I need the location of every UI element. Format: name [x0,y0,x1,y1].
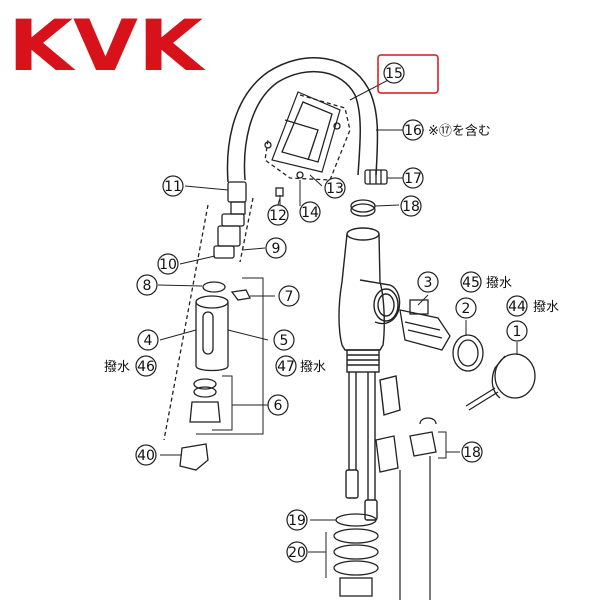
svg-text:14: 14 [301,205,319,221]
svg-text:19: 19 [288,513,306,529]
callout-16: 16 [402,119,424,141]
callout-44: 44 [506,295,528,317]
part-15-highlight [377,54,439,94]
svg-text:20: 20 [288,545,306,561]
callouts: 15 16 11 13 17 12 14 18 9 10 3 45 8 7 2 … [135,62,528,563]
svg-text:1: 1 [513,324,522,340]
callout-18-bottom: 18 [461,441,483,463]
callout-2: 2 [455,297,477,319]
svg-text:9: 9 [272,241,281,257]
svg-text:6: 6 [274,398,283,414]
svg-text:13: 13 [326,181,344,197]
svg-text:3: 3 [424,275,433,291]
callout-7: 7 [278,285,300,307]
part-44-water-repellent: 撥水 [533,300,559,315]
faucet-body [338,227,401,521]
callout-19: 19 [286,509,308,531]
callout-9: 9 [265,237,287,259]
cartridge-handle-parts [399,299,536,411]
part-16-note: ※⑰を含む [428,123,491,139]
part-47-water-repellent: 撥水 [300,360,326,375]
callout-10: 10 [157,253,179,275]
callout-6: 6 [267,394,289,416]
svg-text:5: 5 [280,333,289,349]
svg-text:46: 46 [137,359,155,375]
callout-14: 14 [299,201,321,223]
part-45-water-repellent: 撥水 [486,276,512,291]
callout-5: 5 [273,329,295,351]
svg-text:16: 16 [404,123,422,139]
callout-40: 40 [135,444,157,466]
callout-46: 46 [135,355,157,377]
part-46-water-repellent: 撥水 [104,360,130,375]
callout-13: 13 [324,177,346,199]
svg-text:45: 45 [462,275,480,291]
svg-text:2: 2 [462,301,471,317]
svg-text:8: 8 [143,278,152,294]
svg-text:12: 12 [269,208,287,224]
svg-text:7: 7 [285,289,294,305]
svg-text:10: 10 [159,257,177,273]
callout-11: 11 [162,175,184,197]
shower-head-parts [179,277,264,471]
svg-text:11: 11 [164,179,182,195]
callout-8: 8 [136,274,158,296]
callout-47: 47 [275,355,297,377]
callout-20: 20 [286,541,308,563]
svg-text:4: 4 [144,333,153,349]
leader-lines [157,76,518,553]
callout-45: 45 [460,271,482,293]
svg-text:40: 40 [137,448,155,464]
callout-1: 1 [506,320,528,342]
svg-text:18: 18 [402,199,420,215]
svg-text:44: 44 [508,299,526,315]
callout-4: 4 [137,329,159,351]
callout-3: 3 [417,271,439,293]
callout-18-top: 18 [400,195,422,217]
callout-17: 17 [402,167,424,189]
callout-15: 15 [383,62,405,84]
kvk-logo: KVK [8,5,206,87]
svg-text:17: 17 [404,171,422,187]
spout-assembly [163,57,388,441]
svg-text:47: 47 [277,359,295,375]
svg-text:18: 18 [463,445,481,461]
svg-text:15: 15 [385,66,403,82]
callout-12: 12 [267,204,289,226]
